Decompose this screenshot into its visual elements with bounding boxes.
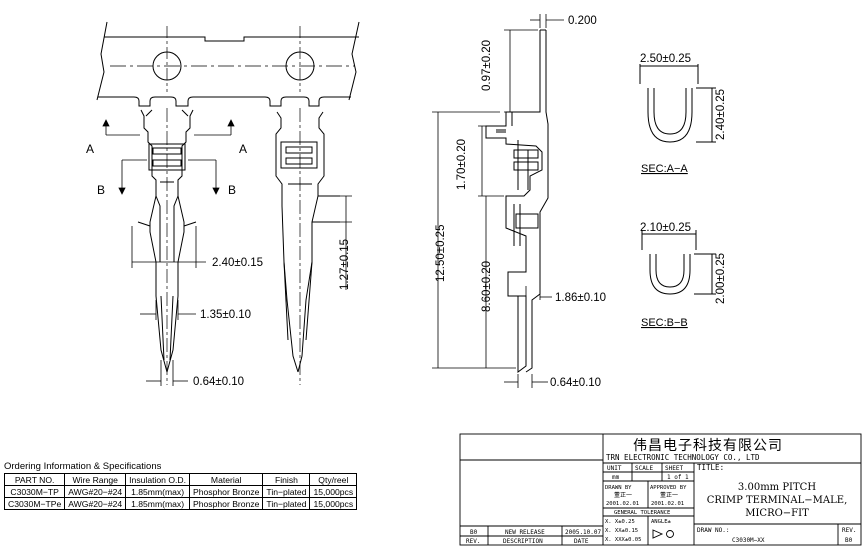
scale-label: SCALE: [635, 465, 653, 472]
dim-side-height: 1.86±0.10: [555, 292, 606, 304]
dim-crimp-width: 2.40±0.15: [212, 257, 263, 269]
tolerance-3: X. XXX±0.05: [605, 537, 641, 543]
tolerance-label: GENERAL TOLERANCE: [614, 510, 670, 516]
cut-b-left: B: [97, 183, 105, 197]
section-b-label: SEC:B−B: [641, 317, 688, 329]
header-qty: Qty/reel: [309, 473, 358, 486]
profile-dimension-lines: [432, 14, 564, 388]
cell: 15,000pcs: [309, 497, 358, 510]
cell: Phosphor Bronze: [189, 497, 264, 510]
dim-side-tip-width: 0.64±0.10: [550, 377, 601, 389]
carrier-strip: [96, 21, 360, 107]
company-name-en: TRN ELECTRONIC TECHNOLOGY CO., LTD: [606, 453, 760, 462]
dim-top-gap: 0.97±0.20: [481, 40, 493, 91]
title-block-texts: 伟昌电子科技有限公司 TRN ELECTRONIC TECHNOLOGY CO.…: [466, 438, 856, 545]
header-material: Material: [189, 473, 264, 486]
drawing-no: C3030M−XX: [732, 537, 765, 544]
rev-desc: NEW RELEASE: [505, 529, 545, 536]
title-label: TITLE:: [697, 463, 724, 472]
approved-date: 2001.02.01: [651, 501, 684, 507]
title-line-1: 3.00mm PITCH: [738, 482, 816, 493]
drawn-by-name: 董正一: [614, 491, 632, 499]
dim-side-offset: 1.27±0.15: [339, 239, 351, 290]
unit-value: mm: [612, 474, 620, 481]
header-part-no: PART NO.: [3, 473, 66, 486]
cell: Phosphor Bronze: [189, 485, 264, 498]
tolerance-2: X. XX±0.15: [605, 528, 638, 534]
table-row: C3030M−TP AWG#20−#24 1.85mm(max) Phospho…: [3, 485, 358, 498]
approved-by-label: APPROVED BY: [650, 485, 687, 491]
cell: C3030M−TP: [3, 485, 66, 498]
header-insulation: Insulation O.D.: [125, 473, 191, 486]
dim-flag-thickness: 0.200: [568, 15, 597, 27]
sheet-value: 1 of 1: [667, 474, 689, 481]
drawn-date: 2001.02.01: [606, 501, 639, 507]
dimension-texts: 0.200 0.97±0.20 1.70±0.20 12.50±0.25 8.6…: [193, 15, 727, 389]
cut-b-right: B: [228, 183, 236, 197]
dim-section-a-height: 2.40±0.25: [715, 89, 727, 140]
rev-box-value: B0: [845, 537, 853, 544]
dim-contact-length: 8.60±0.20: [481, 261, 493, 312]
section-a-drawing: [639, 64, 716, 143]
cell: 1.85mm(max): [125, 497, 191, 510]
rev-box-label: REV.: [842, 527, 856, 534]
cut-a-left: A: [86, 142, 94, 156]
ordering-info: Ordering Information & Specifications PA…: [3, 461, 358, 510]
cell: AWG#20−#24: [64, 497, 127, 510]
table-header-row: PART NO. Wire Range Insulation O.D. Mate…: [3, 473, 358, 486]
approved-by-name: 董正一: [660, 491, 678, 499]
header-wire-range: Wire Range: [64, 473, 127, 486]
dim-pin-width: 1.35±0.10: [200, 309, 251, 321]
dim-section-b-width: 2.10±0.25: [640, 222, 691, 234]
cut-a-right: A: [239, 142, 247, 156]
table-row: C3030M−TPe AWG#20−#24 1.85mm(max) Phosph…: [3, 497, 358, 510]
description-column-label: DESCRIPTION: [503, 538, 543, 545]
company-name-cn: 伟昌电子科技有限公司: [633, 438, 783, 454]
title-block-frame: [459, 433, 862, 546]
dim-latch-height: 1.70±0.20: [456, 139, 468, 190]
cell: Tin−plated: [262, 497, 311, 510]
cell: C3030M−TPe: [3, 497, 66, 510]
front-dimension-lines: [102, 119, 352, 386]
ordering-table: PART NO. Wire Range Insulation O.D. Mate…: [3, 473, 358, 510]
cell: Tin−plated: [262, 485, 311, 498]
dim-section-a-width: 2.50±0.25: [640, 53, 691, 65]
side-view-terminal: [275, 108, 340, 385]
front-view-terminal: [137, 108, 197, 385]
tolerance-1: X. X±0.25: [605, 519, 635, 525]
rev-column-label: REV.: [466, 538, 480, 545]
cut-labels: A A B B: [86, 142, 247, 197]
drawn-by-label: DRAWN BY: [605, 485, 632, 491]
drawing-no-label: DRAW NO.:: [697, 527, 730, 534]
cell: 1.85mm(max): [125, 485, 191, 498]
dim-tip-width: 0.64±0.10: [193, 376, 244, 388]
dim-section-b-height: 2.00±0.25: [715, 253, 727, 304]
cell: AWG#20−#24: [64, 485, 127, 498]
unit-label: UNIT: [607, 465, 622, 472]
dim-overall-length: 12.50±0.25: [435, 225, 447, 282]
angle-label: ANGLE±: [651, 519, 672, 525]
section-a-label: SEC:A−A: [641, 163, 688, 175]
sheet-label: SHEET: [665, 465, 683, 472]
ordering-title: Ordering Information & Specifications: [4, 461, 162, 472]
cell: 15,000pcs: [309, 485, 358, 498]
title-line-2: CRIMP TERMINAL−MALE,: [707, 495, 848, 506]
date-column-label: DATE: [574, 538, 589, 545]
title-line-3: MICRO−FIT: [745, 508, 809, 519]
profile-view-terminal: [485, 29, 549, 373]
rev-code: B0: [470, 529, 478, 536]
rev-date: 2005.10.07: [565, 529, 602, 536]
header-finish: Finish: [262, 473, 311, 486]
section-b-drawing: [641, 230, 716, 295]
